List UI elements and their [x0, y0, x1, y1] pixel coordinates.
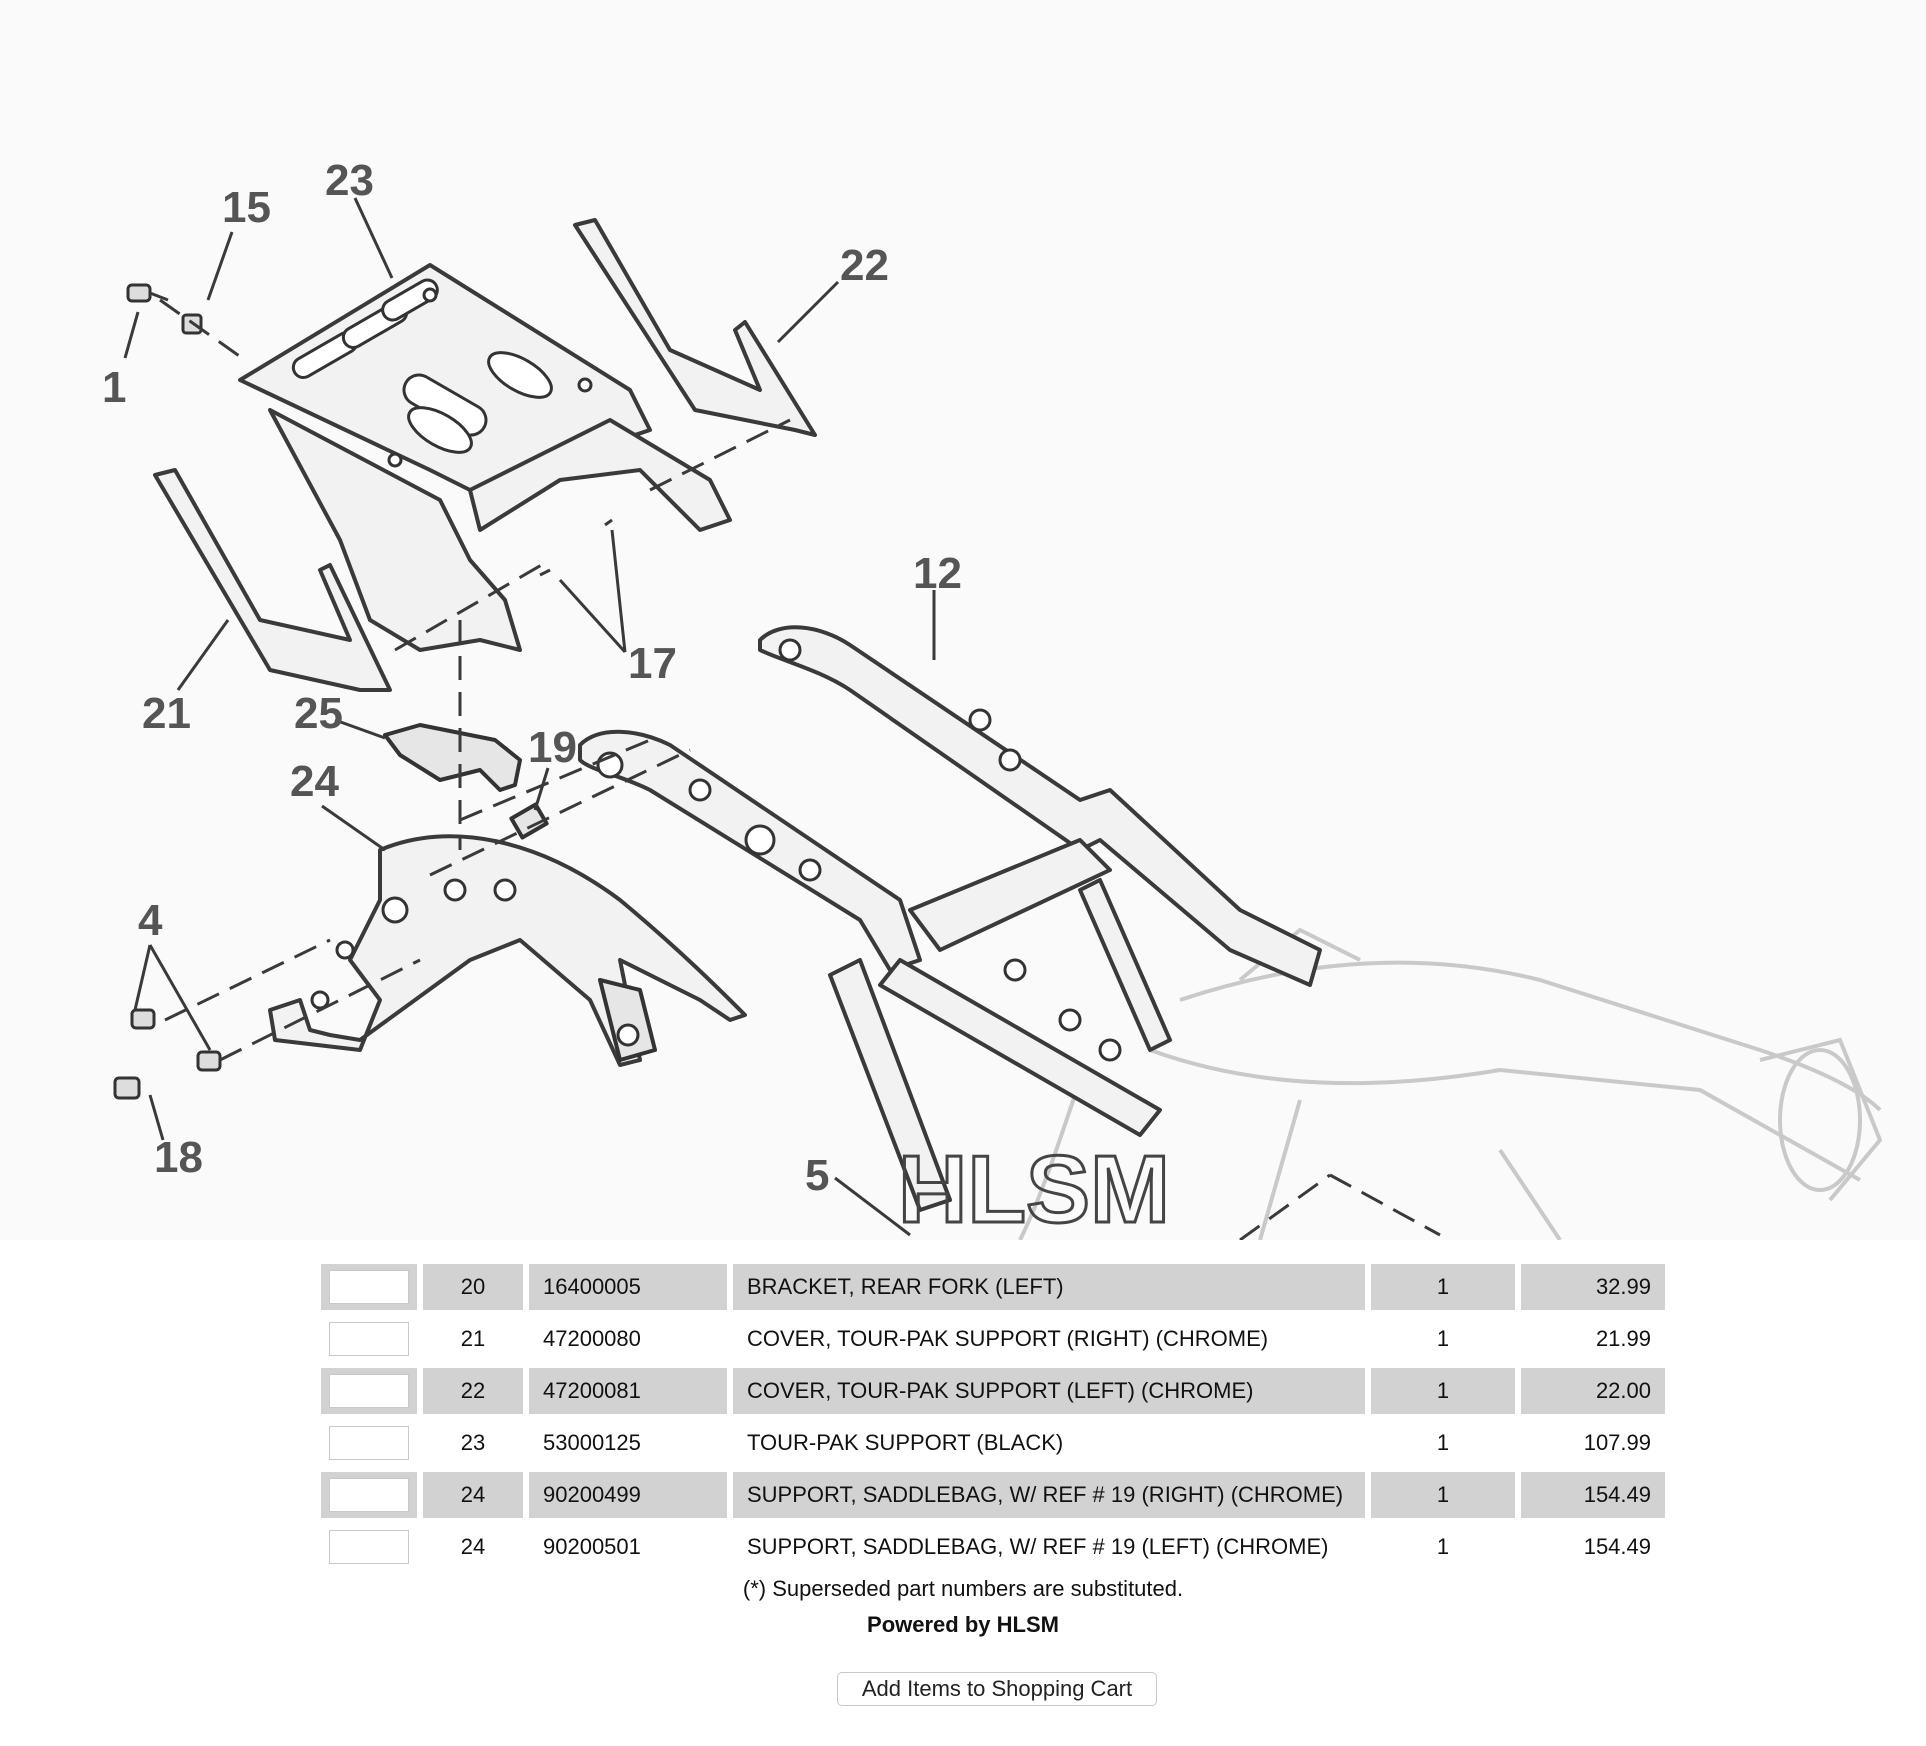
quantity-input[interactable] [329, 1478, 409, 1512]
select-cell [321, 1472, 417, 1518]
select-cell [321, 1264, 417, 1310]
part-description: BRACKET, REAR FORK (LEFT) [733, 1264, 1365, 1310]
table-row: 24 90200499 SUPPORT, SADDLEBAG, W/ REF #… [321, 1472, 1665, 1518]
ref-number: 24 [423, 1472, 523, 1518]
select-cell [321, 1524, 417, 1570]
part-price: 154.49 [1521, 1472, 1665, 1518]
ref-number: 21 [460, 1326, 486, 1351]
assembly-lines [159, 298, 1441, 1240]
part-price: 154.49 [1583, 1534, 1651, 1559]
superseded-note: (*) Superseded part numbers are substitu… [742, 1576, 1184, 1601]
quantity-input[interactable] [329, 1270, 409, 1304]
part-description: TOUR-PAK SUPPORT (BLACK) [747, 1430, 1064, 1455]
callout-1: 1 [102, 363, 126, 412]
table-row: 23 53000125 TOUR-PAK SUPPORT (BLACK) 1 1… [321, 1420, 1665, 1466]
quantity-input[interactable] [329, 1322, 409, 1356]
part-price: 21.99 [1595, 1326, 1651, 1351]
ref-number: 22 [423, 1368, 523, 1414]
select-cell [321, 1420, 417, 1466]
callout-24: 24 [290, 757, 339, 806]
saddlebag-support [268, 834, 747, 1067]
callout-4: 4 [138, 896, 163, 945]
callout-12: 12 [913, 549, 962, 598]
part-qty: 1 [1371, 1472, 1515, 1518]
callout-25: 25 [294, 689, 343, 738]
part-price: 107.99 [1583, 1430, 1651, 1455]
hardware [113, 283, 613, 1100]
part-description: COVER, TOUR-PAK SUPPORT (RIGHT) (CHROME) [747, 1326, 1269, 1351]
part-description: COVER, TOUR-PAK SUPPORT (LEFT) (CHROME) [733, 1368, 1365, 1414]
part-qty: 1 [1371, 1368, 1515, 1414]
callout-21: 21 [142, 689, 191, 738]
exploded-view-illustration: 23 15 22 1 12 17 21 25 19 24 4 18 5 HLSM [102, 156, 1883, 1240]
part-price: 22.00 [1521, 1368, 1665, 1414]
part-number: 90200499 [529, 1472, 727, 1518]
quantity-input[interactable] [329, 1374, 409, 1408]
add-to-cart-button[interactable]: Add Items to Shopping Cart [837, 1672, 1157, 1706]
part-qty: 1 [1436, 1430, 1450, 1455]
quantity-input[interactable] [329, 1530, 409, 1564]
parts-table: 20 16400005 BRACKET, REAR FORK (LEFT) 1 … [315, 1258, 1671, 1576]
table-row: 20 16400005 BRACKET, REAR FORK (LEFT) 1 … [321, 1264, 1665, 1310]
tour-pak-support [238, 263, 732, 652]
table-row: 21 47200080 COVER, TOUR-PAK SUPPORT (RIG… [321, 1316, 1665, 1362]
part-number: 47200080 [543, 1326, 641, 1351]
bracket-25 [383, 723, 522, 792]
part-number: 90200501 [543, 1534, 641, 1559]
part-description: SUPPORT, SADDLEBAG, W/ REF # 19 (LEFT) (… [747, 1534, 1329, 1559]
ref-number: 23 [460, 1430, 486, 1455]
ref-number: 20 [423, 1264, 523, 1310]
callout-15: 15 [222, 183, 271, 232]
callout-17: 17 [628, 639, 677, 688]
part-description: SUPPORT, SADDLEBAG, W/ REF # 19 (RIGHT) … [733, 1472, 1365, 1518]
callout-19: 19 [528, 723, 577, 772]
part-number: 53000125 [543, 1430, 641, 1455]
select-cell [321, 1368, 417, 1414]
part-qty: 1 [1436, 1326, 1450, 1351]
hlsm-watermark: HLSM [898, 1136, 1170, 1240]
part-number: 16400005 [529, 1264, 727, 1310]
table-row: 22 47200081 COVER, TOUR-PAK SUPPORT (LEF… [321, 1368, 1665, 1414]
leader-lines [123, 197, 936, 1237]
part-qty: 1 [1371, 1264, 1515, 1310]
powered-by: Powered by HLSM [867, 1612, 1059, 1637]
rear-fork-bracket [578, 625, 1322, 1212]
parts-diagram: 23 15 22 1 12 17 21 25 19 24 4 18 5 HLSM [102, 156, 1883, 1240]
callouts: 23 15 22 1 12 17 21 25 19 24 4 18 5 [102, 156, 962, 1200]
quantity-input[interactable] [329, 1426, 409, 1460]
select-cell [321, 1316, 417, 1362]
part-qty: 1 [1436, 1534, 1450, 1559]
table-row: 24 90200501 SUPPORT, SADDLEBAG, W/ REF #… [321, 1524, 1665, 1570]
callout-23: 23 [325, 156, 374, 205]
cover-left-22 [573, 218, 817, 437]
part-price: 32.99 [1521, 1264, 1665, 1310]
cover-right-21 [153, 468, 392, 692]
part-number: 47200081 [529, 1368, 727, 1414]
callout-22: 22 [840, 241, 889, 290]
callout-5: 5 [805, 1151, 829, 1200]
ref-number: 24 [460, 1534, 486, 1559]
callout-18: 18 [154, 1133, 203, 1182]
